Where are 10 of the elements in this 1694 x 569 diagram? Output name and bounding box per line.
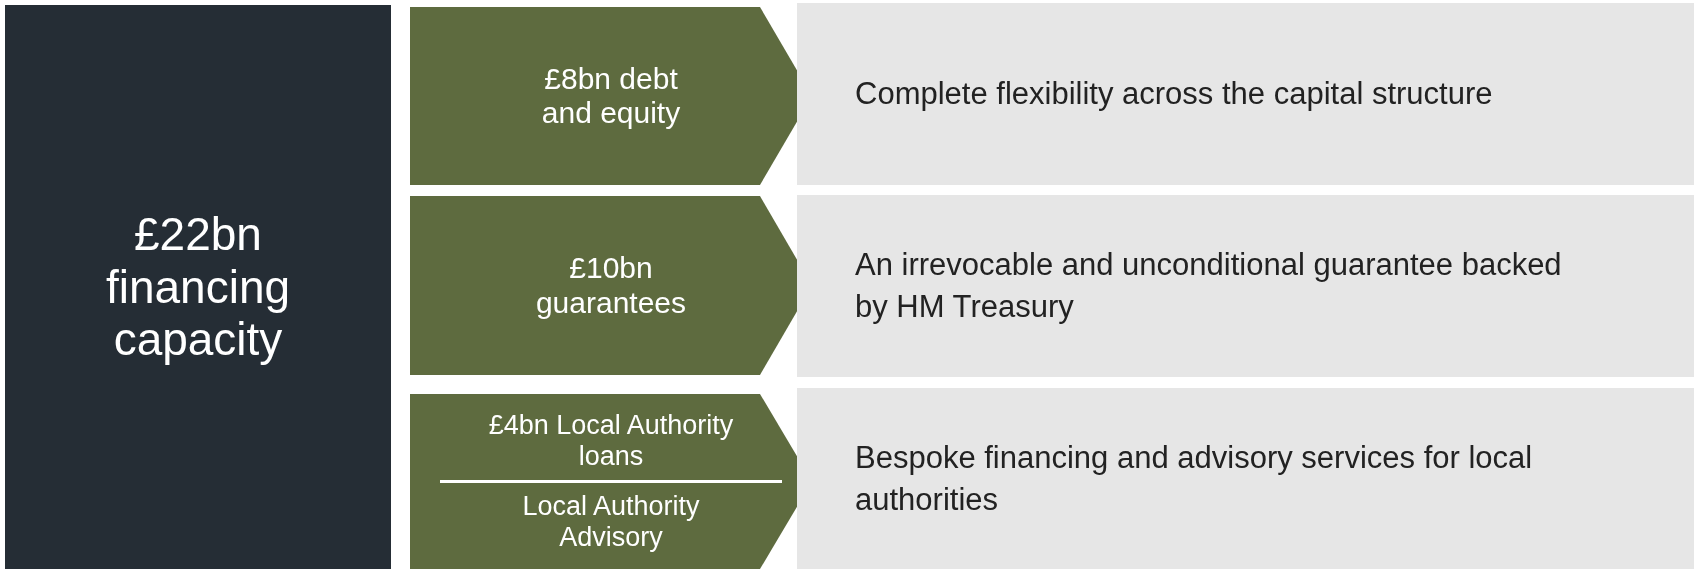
chevron-label: Local Authority Advisory [521,491,701,554]
description-text: Bespoke financing and advisory services for local authorities [855,438,1534,519]
description-text: Complete flexibility across the capital structure [855,75,1493,114]
title-panel [5,5,391,569]
description-panel [797,3,1694,185]
description-text: An irrevocable and unconditional guarantee backed by HM Treasury [855,246,1563,326]
description-panel [797,388,1694,569]
title-text: £22bn financing capacity [104,207,292,367]
chevron-label: £4bn Local Authority loans [487,409,735,472]
description-panel [797,195,1694,377]
